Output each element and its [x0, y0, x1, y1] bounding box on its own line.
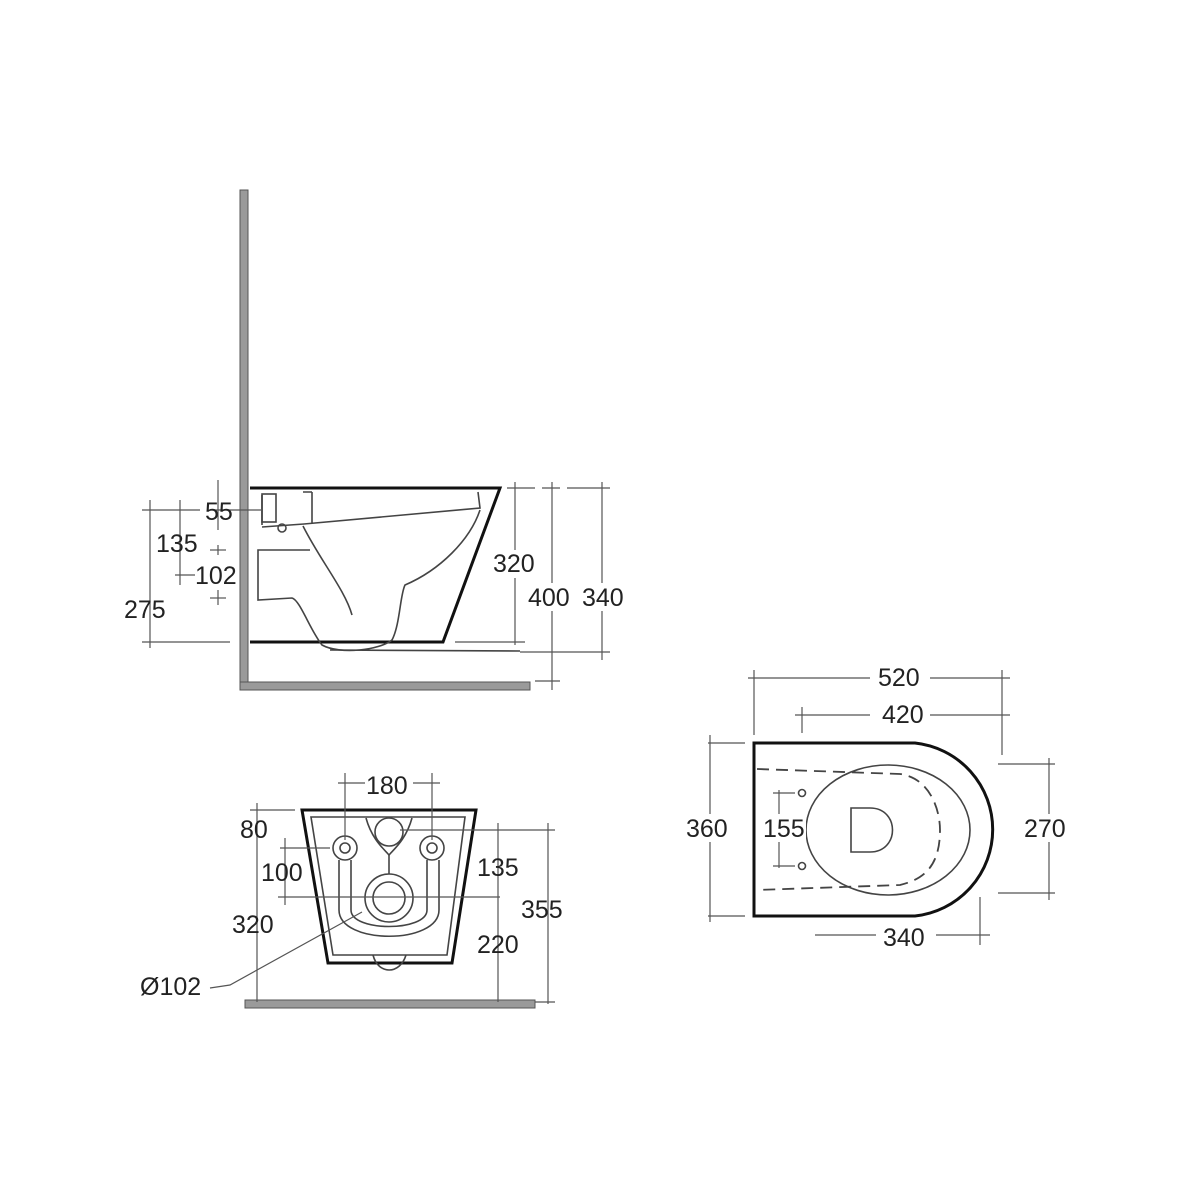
plan-dimensions: 520 420 360 155 270 340: [686, 664, 1077, 952]
inlet-hole: [374, 817, 404, 847]
dim-270: 270: [1024, 815, 1066, 843]
fixing-hole-left: [339, 842, 351, 854]
dim-220: 220: [477, 931, 519, 959]
pan-base: [329, 649, 521, 652]
dim-400: 400: [528, 584, 570, 612]
fixing-hole-right: [426, 842, 438, 854]
dim-420: 420: [882, 701, 924, 729]
dim-135-rear: 135: [477, 854, 519, 882]
dim-102: 102: [195, 562, 237, 590]
pan-outline: [250, 486, 503, 644]
inlet-housing: [365, 817, 413, 857]
waste-inner: [372, 881, 406, 915]
dim-55: 55: [205, 498, 233, 526]
dim-80: 80: [240, 816, 268, 844]
water-area: [850, 807, 894, 853]
dim-320: 320: [493, 550, 535, 578]
bowl-opening: [805, 764, 971, 896]
rear-base-curve: [372, 954, 407, 971]
rim-line: [261, 491, 481, 528]
dim-180: 180: [366, 772, 408, 800]
dim-100: 100: [261, 859, 303, 887]
dim-355: 355: [521, 896, 563, 924]
dim-135: 135: [156, 530, 198, 558]
dim-360: 360: [686, 815, 728, 843]
dim-275: 275: [124, 596, 166, 624]
floor-line: [239, 681, 531, 691]
dim-320-rear: 320: [232, 911, 274, 939]
dim-520: 520: [878, 664, 920, 692]
seat-fixing-top: [797, 788, 807, 798]
dim-340: 340: [582, 584, 624, 612]
inlet-connector: [261, 493, 277, 523]
rear-inner-outline: [310, 816, 466, 956]
rear-view: 180 80 100 135 355 320 220 Ø102: [140, 772, 563, 1009]
inlet-fixing: [277, 523, 287, 533]
seat-outline-dashed: [756, 768, 941, 891]
trapway: [257, 509, 481, 652]
dim-155: 155: [763, 815, 805, 843]
side-right-dimensions: 320 400 340: [455, 482, 628, 690]
rear-u-channel-inner: [350, 860, 428, 928]
rear-u-channel: [338, 860, 440, 938]
dim-340-plan: 340: [883, 924, 925, 952]
side-left-dimensions: 55 135 102 275: [124, 480, 262, 648]
plan-outline: [752, 741, 995, 918]
rear-dimensions: 180 80 100 135 355 320 220 Ø102: [140, 772, 563, 1004]
side-view: 55 135 102 275 320 400 340: [124, 189, 628, 691]
floor-line-rear: [244, 999, 536, 1009]
seat-fixing-bottom: [797, 861, 807, 871]
dim-diameter-102: Ø102: [140, 973, 201, 1001]
rear-outline: [300, 808, 478, 965]
bowl-curve: [302, 525, 353, 616]
plan-view: 520 420 360 155 270 340: [686, 664, 1077, 952]
wall-vertical: [239, 189, 249, 691]
